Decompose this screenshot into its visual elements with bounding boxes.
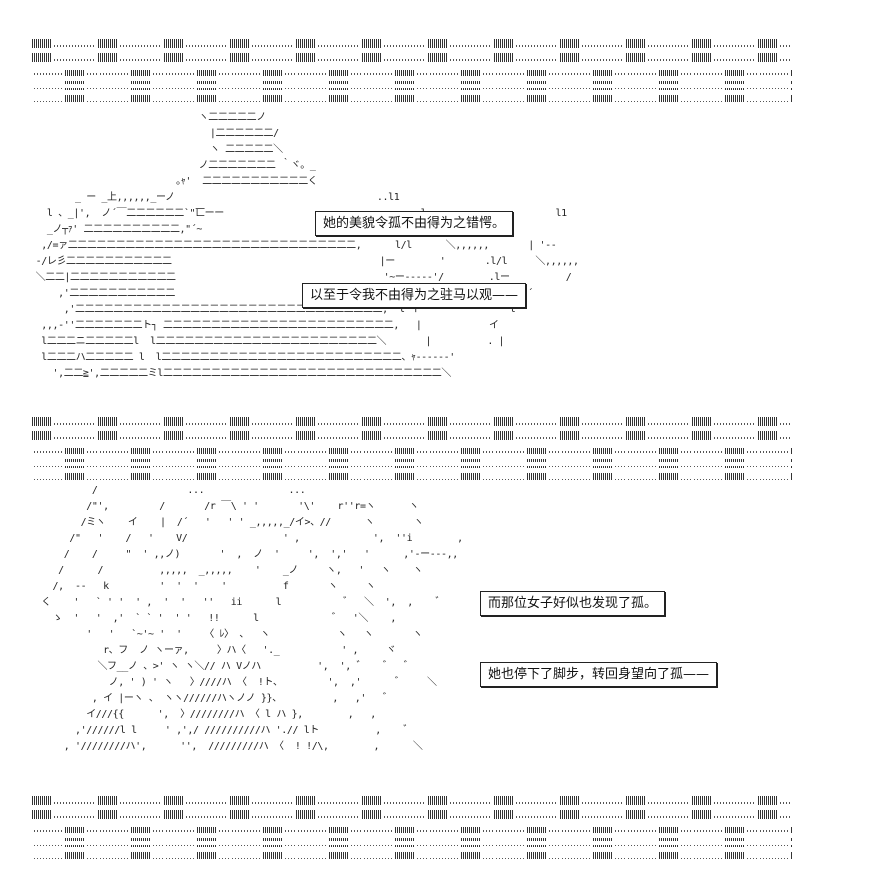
divider-band-middle — [32, 414, 792, 484]
girl-ascii-art: / ... ... /"', / /r ￣\ ' ' '\' r''r=ヽ ヽ … — [41, 485, 463, 752]
caption-box-4: 她也停下了脚步，转回身望向了孤—— — [480, 662, 718, 687]
ship-ascii-art: ヽ二二二二二ノ |二二二二二二/ ヽ 二二二二二＼ ノ二二二二二二二 ｀ヾ。_ … — [35, 112, 579, 379]
divider-band-top — [32, 36, 792, 106]
caption-box-2: 以至于令我不由得为之驻马以观—— — [302, 283, 527, 308]
divider-pattern-middle — [32, 414, 792, 480]
divider-band-bottom — [32, 793, 792, 863]
caption-box-1: 她的美貌令孤不由得为之错愕。 — [315, 211, 514, 236]
divider-pattern-bottom — [32, 793, 792, 859]
divider-pattern-top — [32, 36, 792, 102]
caption-box-3: 而那位女子好似也发现了孤。 — [480, 591, 666, 616]
